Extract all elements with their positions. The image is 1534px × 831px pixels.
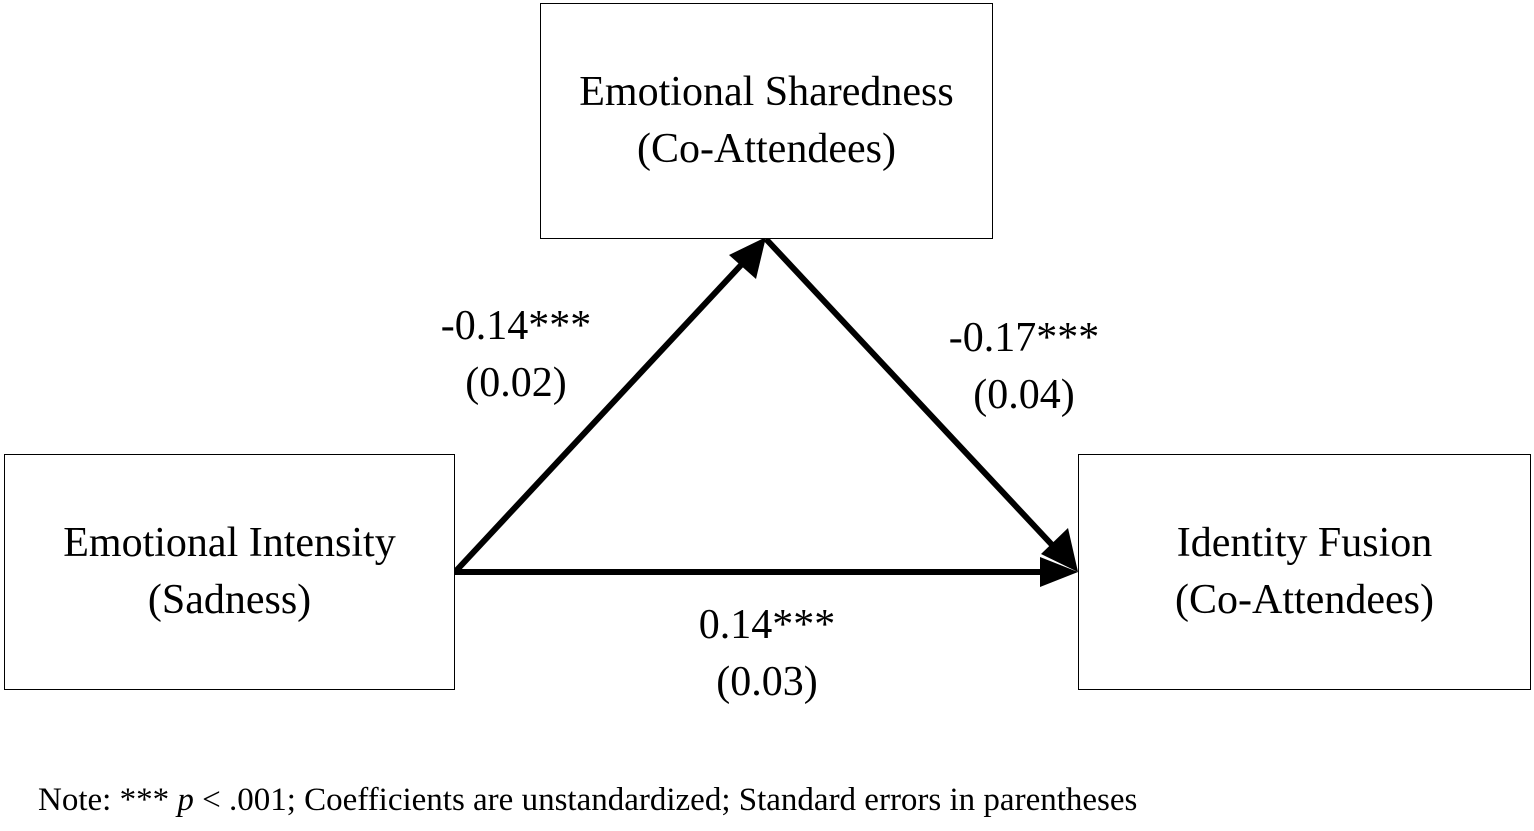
path-a-coefficient: -0.14*** (440, 303, 592, 349)
path-c-coefficient: 0.14*** (698, 602, 836, 648)
path-a-arrow (452, 237, 766, 575)
outcome-label: Identity Fusion (1176, 520, 1433, 566)
outcome-box: Identity Fusion (Co-Attendees) (1078, 454, 1531, 690)
mediator-sublabel: (Co-Attendees) (637, 126, 896, 172)
path-b-label: -0.17*** (0.04) (894, 310, 1154, 424)
mediator-box: Emotional Sharedness (Co-Attendees) (540, 3, 993, 239)
path-b-standard-error: (0.04) (973, 372, 1075, 418)
predictor-sublabel: (Sadness) (147, 577, 312, 623)
note-p-symbol: p (177, 782, 194, 818)
outcome-sublabel: (Co-Attendees) (1175, 577, 1434, 623)
path-c-standard-error: (0.03) (716, 659, 818, 705)
path-b-arrow (763, 236, 1078, 572)
note-prefix: Note: *** (38, 782, 178, 818)
note-suffix: < .001; Coefficients are unstandardized;… (193, 782, 1138, 818)
path-a-standard-error: (0.02) (465, 360, 567, 406)
path-a-label: -0.14*** (0.02) (386, 298, 646, 412)
path-c-arrow (455, 557, 1078, 587)
predictor-label: Emotional Intensity (63, 520, 396, 566)
mediator-label: Emotional Sharedness (579, 69, 954, 115)
predictor-box: Emotional Intensity (Sadness) (4, 454, 455, 690)
path-c-label: 0.14*** (0.03) (637, 597, 897, 711)
path-b-coefficient: -0.17*** (948, 315, 1100, 361)
figure-note: Note: *** p < .001; Coefficients are uns… (38, 780, 1137, 820)
